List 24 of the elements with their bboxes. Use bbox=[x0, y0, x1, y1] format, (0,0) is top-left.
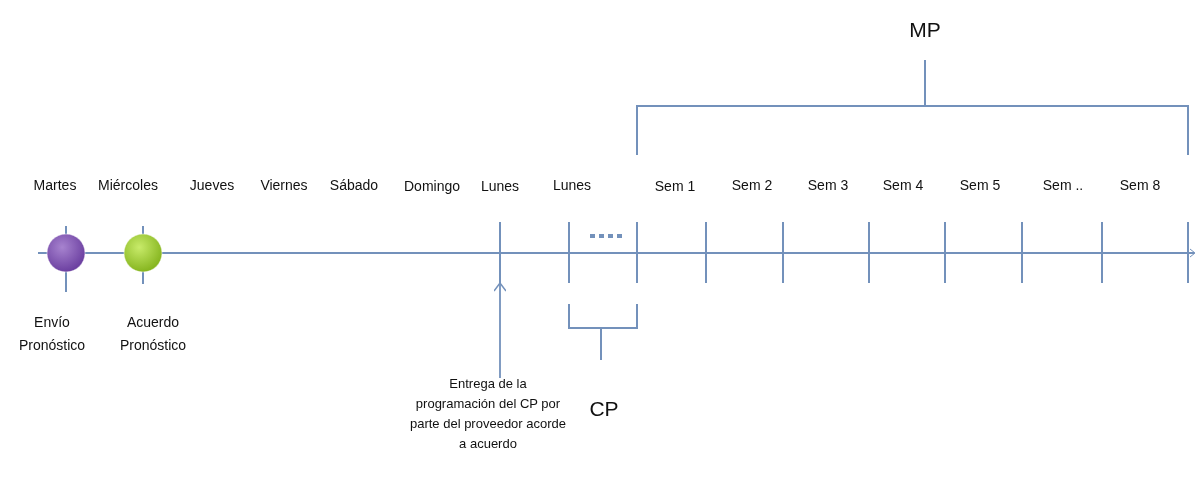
timeline-label: Sem 2 bbox=[731, 176, 773, 194]
timeline-label: Lunes bbox=[552, 176, 592, 194]
timeline-label: Lunes bbox=[480, 177, 520, 195]
timeline-label: Miércoles bbox=[98, 176, 158, 194]
note-text: Entrega de la programación del CP por parte del proveedor acorde a acuerdo bbox=[408, 374, 568, 494]
milestone-circle bbox=[123, 233, 163, 273]
timeline-label: Sem .. bbox=[1042, 176, 1084, 194]
tick-mark bbox=[497, 222, 503, 283]
timeline-label: Sem 1 bbox=[654, 177, 696, 195]
timeline-label: Sem 3 bbox=[807, 176, 849, 194]
timeline-label: Viernes bbox=[260, 176, 308, 194]
arrow bbox=[493, 282, 507, 379]
timeline-label: Sábado bbox=[329, 176, 379, 194]
milestone-circle bbox=[46, 233, 86, 273]
timeline-label: Sem 4 bbox=[882, 176, 924, 194]
bracket-label: CP bbox=[589, 396, 619, 422]
bracket-label: MP bbox=[909, 17, 941, 43]
timeline-label: Sem 5 bbox=[959, 176, 1001, 194]
caption-text: Acuerdo Pronóstico bbox=[118, 313, 188, 356]
timeline-label: Martes bbox=[33, 176, 77, 194]
timeline-label: Domingo bbox=[404, 177, 460, 195]
timeline-label: Sem 8 bbox=[1119, 176, 1161, 194]
timeline-label: Jueves bbox=[189, 176, 235, 194]
caption-text: Envío Pronóstico bbox=[17, 313, 87, 356]
